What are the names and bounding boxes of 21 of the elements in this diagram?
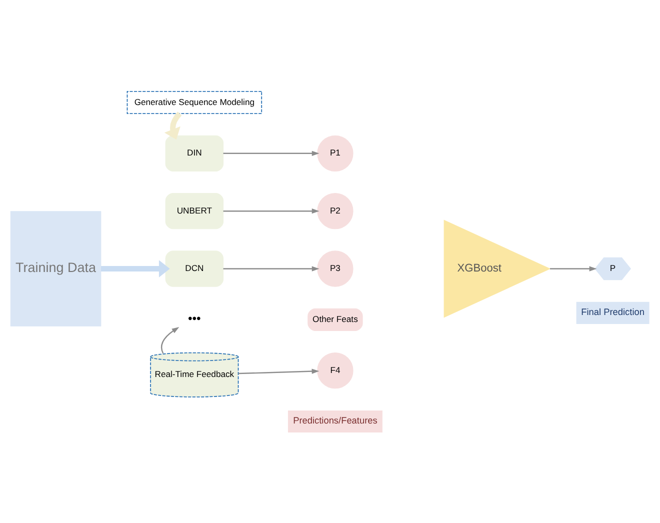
node-box: UNBERT	[165, 192, 224, 229]
arrow	[223, 208, 320, 214]
node-box: Training Data	[10, 210, 102, 326]
arrow	[160, 326, 180, 354]
node-circle: P3	[317, 250, 354, 286]
arrow	[164, 111, 182, 140]
node-text: •••	[188, 311, 201, 326]
node-box: DIN	[165, 134, 224, 172]
node-circle: P1	[317, 134, 354, 172]
arrow	[238, 368, 320, 374]
node-box: Generative Sequence Modeling	[126, 90, 262, 114]
label: Final Prediction	[581, 306, 644, 317]
node-circle: P2	[317, 192, 354, 229]
arrow	[101, 260, 170, 277]
label: Predictions/Features	[293, 415, 378, 426]
node-circle: F4	[317, 352, 354, 388]
arrow	[223, 150, 320, 156]
arrow	[223, 266, 320, 271]
node-box: Other Feats	[308, 308, 363, 331]
arrow	[550, 266, 597, 271]
node-box: DCN	[165, 250, 224, 286]
